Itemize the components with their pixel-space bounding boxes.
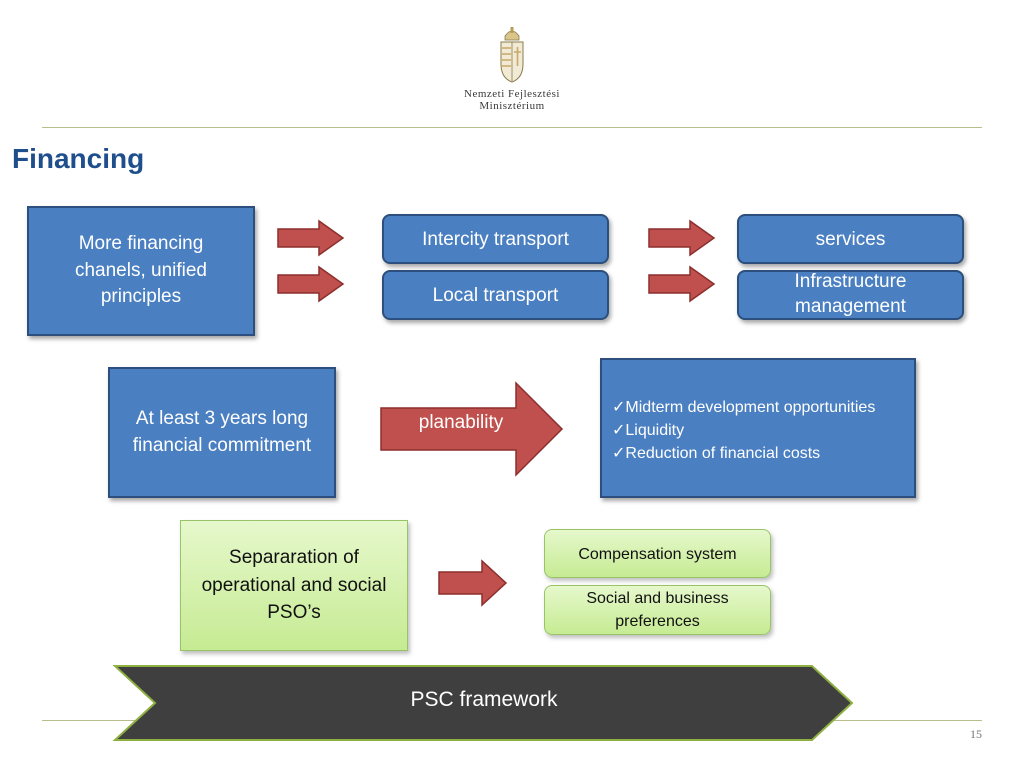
check-icon: ✓ — [612, 445, 626, 463]
logo-text-line1: Nemzeti Fejlesztési — [464, 88, 560, 100]
arrow-right-icon — [277, 265, 345, 303]
social-business-preferences-box: Social and business preferences — [544, 585, 771, 635]
benefit-item: ✓Liquidity — [612, 422, 685, 440]
pso-separation-box: Separaration of operational and social P… — [180, 520, 408, 651]
logo-text-line2: Minisztérium — [479, 100, 545, 112]
services-box: services — [737, 214, 964, 264]
arrow-right-icon — [648, 265, 716, 303]
intercity-transport-box: Intercity transport — [382, 214, 609, 264]
financing-channels-box: More financing chanels, unified principl… — [27, 206, 255, 336]
compensation-system-box: Compensation system — [544, 529, 771, 578]
planability-label: planability — [418, 412, 504, 433]
benefit-item: ✓Midterm development opportunities — [612, 399, 876, 416]
psc-framework-chevron — [112, 664, 857, 747]
benefits-box: ✓Midterm development opportunities ✓Liqu… — [600, 358, 916, 498]
infrastructure-management-box: Infrastructure management — [737, 270, 964, 320]
arrow-right-icon — [648, 219, 716, 257]
local-transport-box: Local transport — [382, 270, 609, 320]
page-number: 15 — [970, 727, 982, 741]
check-icon: ✓ — [612, 399, 626, 416]
big-arrow-right-icon — [380, 381, 564, 477]
psc-framework-label: PSC framework — [410, 688, 558, 711]
arrow-right-icon — [438, 559, 508, 607]
page-title: Financing — [12, 143, 145, 174]
check-icon: ✓ — [612, 422, 626, 440]
arrow-right-icon — [277, 219, 345, 257]
financial-commitment-box: At least 3 years long financial commitme… — [108, 367, 336, 498]
benefit-item: ✓Reduction of financial costs — [612, 445, 821, 463]
header-divider — [42, 127, 982, 128]
coat-of-arms-icon — [500, 27, 524, 83]
ministry-logo: Nemzeti Fejlesztési Minisztérium — [440, 26, 584, 118]
